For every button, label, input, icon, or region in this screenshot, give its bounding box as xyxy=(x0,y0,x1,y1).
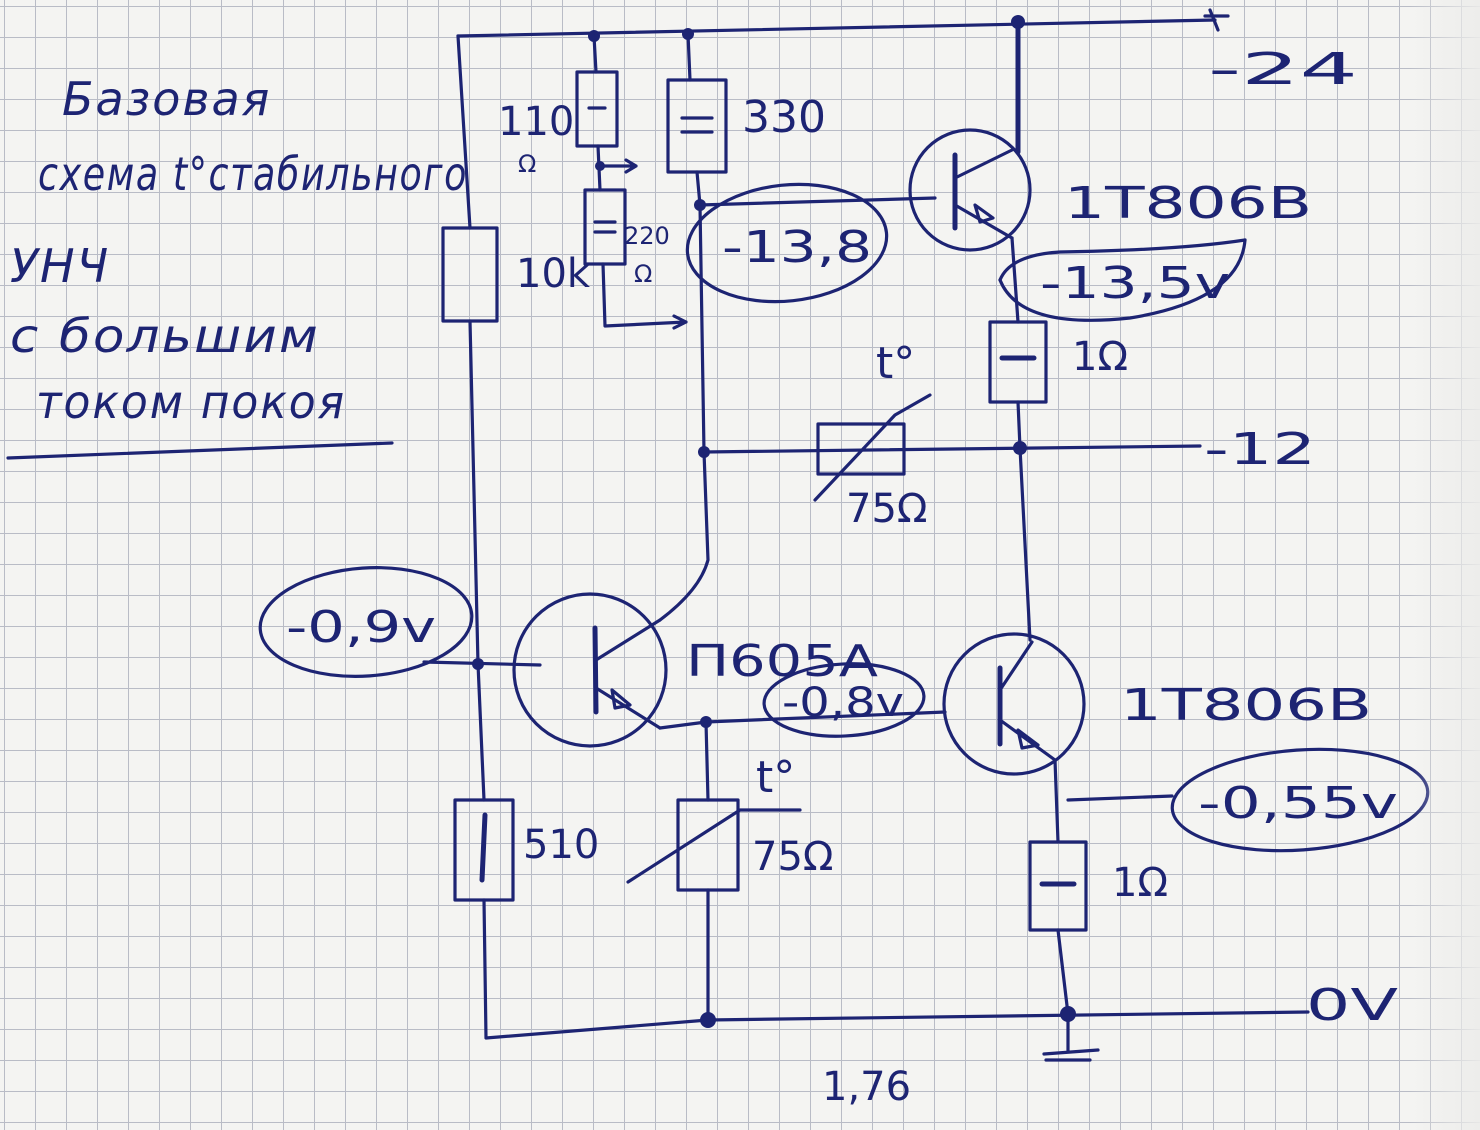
resistor-220-unit: Ω xyxy=(634,260,652,288)
voltage-input: -0,9v xyxy=(258,566,542,678)
title-line-3: УНЧ xyxy=(10,239,110,293)
thermistor-lower-label: 75Ω xyxy=(752,834,833,880)
title-block: Базовая схема t°стабильного УНЧ с больши… xyxy=(6,72,468,460)
voltage-base-upper-label: -13,8 xyxy=(722,222,872,273)
resistor-330 xyxy=(666,78,728,174)
r330-branch: 330 xyxy=(658,32,937,622)
resistor-110-label: 110 xyxy=(498,99,574,145)
title-line-5: током покоя xyxy=(36,375,346,429)
title-line-4: с большим xyxy=(10,309,320,363)
voltage-emitter-upper: -13,5v xyxy=(998,238,1247,322)
resistor-1-lower: 1Ω xyxy=(1028,758,1168,1016)
resistor-510-label: 510 xyxy=(523,822,599,868)
transistor-lower-label: 1T806B xyxy=(1120,680,1372,731)
thermistor-upper: t° 75Ω xyxy=(813,338,932,532)
voltage-base-upper: -13,8 xyxy=(685,182,889,304)
resistor-1-lower-label: 1Ω xyxy=(1112,860,1168,906)
supply-mid-label: -12 xyxy=(1204,424,1316,475)
voltage-lower-emitter: -0,55v xyxy=(1066,747,1430,853)
voltage-input-label: -0,9v xyxy=(286,602,436,653)
resistor-330-label: 330 xyxy=(742,92,826,143)
voltage-lower-emitter-label: -0,55v xyxy=(1198,778,1398,829)
thermistor-upper-label: 75Ω xyxy=(846,486,927,532)
divider-branch: 110 Ω 220 Ω xyxy=(498,34,688,330)
transistor-lower: 1T806B xyxy=(942,446,1372,776)
left-branch: 10k 510 xyxy=(441,34,710,1040)
thermistor-upper-symbol: t° xyxy=(876,338,915,389)
transistor-upper-label: 1T806B xyxy=(1064,178,1312,229)
top-rail: -24 xyxy=(456,8,1358,155)
voltage-driver-emitter-label: -0,8v xyxy=(782,680,904,726)
resistor-220 xyxy=(583,188,627,266)
midpoint-rail: -12 xyxy=(702,424,1316,475)
supply-top-label: -24 xyxy=(1208,44,1358,95)
title-line-1: Базовая xyxy=(62,72,271,126)
supply-ground-label: 0V xyxy=(1306,980,1398,1031)
voltage-driver-emitter: -0,8v xyxy=(762,662,926,738)
ground-symbol xyxy=(1042,1012,1100,1062)
resistor-10k-label: 10k xyxy=(516,251,591,297)
resistor-10k xyxy=(441,226,499,323)
voltage-emitter-upper-label: -13,5v xyxy=(1040,258,1230,309)
junction-dot xyxy=(1011,15,1025,29)
resistor-220-label: 220 xyxy=(624,222,670,250)
ground-rail: 0V xyxy=(706,980,1398,1062)
resistor-110-unit: Ω xyxy=(518,150,536,178)
transistor-upper: 1T806B xyxy=(908,128,1312,252)
thermistor-lower-symbol: t° xyxy=(756,752,795,803)
resistor-1-upper-label: 1Ω xyxy=(1072,334,1128,380)
resistor-1-upper: 1Ω xyxy=(988,236,1128,450)
title-line-2: схема t°стабильного xyxy=(38,147,468,201)
title-underline xyxy=(6,441,394,460)
thermistor-lower: t° 75Ω xyxy=(626,720,833,1028)
page-number: 1,76 xyxy=(822,1064,911,1110)
